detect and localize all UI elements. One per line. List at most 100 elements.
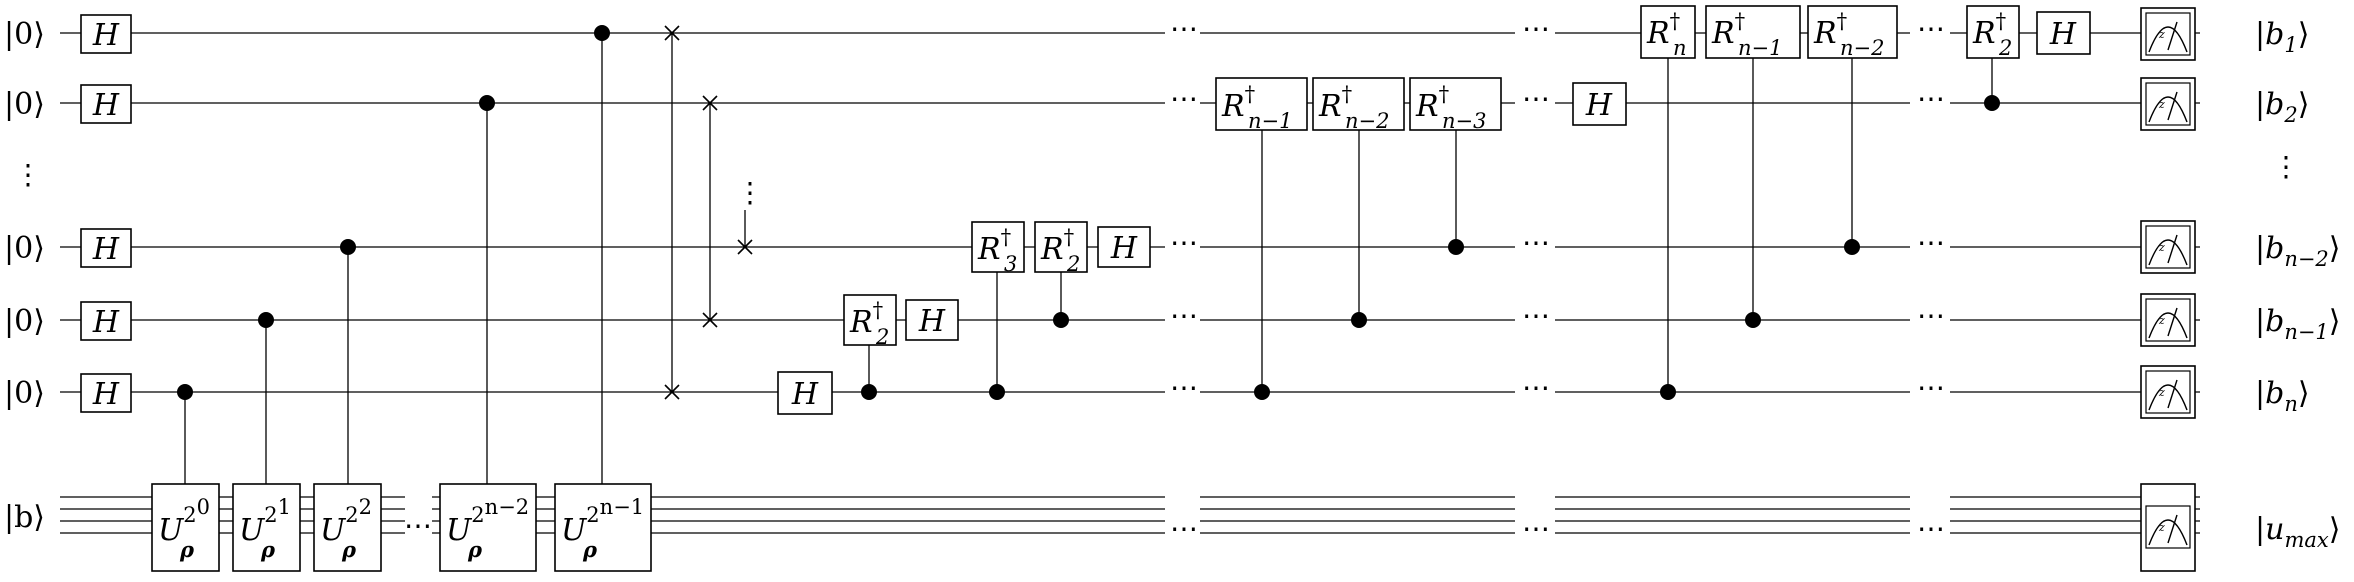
meter-icon: z xyxy=(2140,7,2196,61)
svg-text:H: H xyxy=(1110,231,1138,266)
meter-icon: z xyxy=(2140,220,2196,274)
svg-text:⋯: ⋯ xyxy=(1170,512,1198,545)
output-ket-umax: |umax⟩ xyxy=(2255,512,2340,552)
hadamard-gate: H xyxy=(80,301,132,341)
svg-text:z: z xyxy=(2158,386,2165,399)
rotation-gate-r2-dagger: R†2 xyxy=(1966,5,2020,60)
svg-text:⋯: ⋯ xyxy=(1170,299,1198,332)
input-ket-q6: |0⟩ xyxy=(4,376,45,411)
control-dot xyxy=(177,384,193,400)
inverse-qft-stage-3: R†n R†n−1 R†n−2 R†2 H xyxy=(1640,5,2091,400)
output-ket-b1: |b1⟩ xyxy=(2255,17,2309,57)
inverse-qft-stage-1: H R†2 H R†3 R†2 H xyxy=(777,221,1151,415)
swap-network: ⋮ xyxy=(664,25,764,400)
rotation-gate-rn2-dagger: R†n−2 xyxy=(1807,5,1898,60)
svg-text:z: z xyxy=(2158,98,2165,111)
svg-text:R†n: R†n xyxy=(1646,9,1687,60)
svg-text:R†n−1: R†n−1 xyxy=(1711,9,1782,60)
svg-text:H: H xyxy=(92,377,120,412)
output-ket-bn-2: |bn−2⟩ xyxy=(2255,231,2341,271)
hadamard-gate: H xyxy=(80,228,132,268)
rotation-gate-r3-dagger: R†3 xyxy=(971,221,1025,276)
svg-text:⋯: ⋯ xyxy=(1522,12,1550,45)
svg-text:z: z xyxy=(2158,28,2165,41)
svg-text:R†n−1: R†n−1 xyxy=(1221,82,1292,133)
svg-text:R†3: R†3 xyxy=(977,225,1017,276)
svg-text:⋯: ⋯ xyxy=(1917,512,1945,545)
control-dot xyxy=(258,312,274,328)
svg-text:⋯: ⋯ xyxy=(1170,12,1198,45)
inverse-qft-stage-2: R†n−1 R†n−2 R†n−3 H xyxy=(1215,77,1627,400)
svg-text:⋯: ⋯ xyxy=(1917,371,1945,404)
control-dot xyxy=(479,95,495,111)
svg-text:H: H xyxy=(92,18,120,53)
hadamard-gate: H xyxy=(905,299,959,341)
svg-text:H: H xyxy=(2049,17,2077,52)
svg-text:z: z xyxy=(2158,314,2165,327)
svg-text:⋯: ⋯ xyxy=(1522,82,1550,115)
svg-text:H: H xyxy=(918,304,946,339)
input-ket-q2: |0⟩ xyxy=(4,87,45,122)
input-ket-q5: |0⟩ xyxy=(4,304,45,339)
svg-text:H: H xyxy=(92,232,120,267)
svg-text:U2n−1ρ: U2n−1ρ xyxy=(561,495,644,562)
svg-text:R†2: R†2 xyxy=(1972,9,2012,60)
output-ket-bn: |bn⟩ xyxy=(2255,376,2310,416)
initial-hadamards: H H H H H xyxy=(80,14,132,413)
hadamard-gate: H xyxy=(80,84,132,124)
hadamard-gate: H xyxy=(1572,82,1627,126)
svg-text:z: z xyxy=(2158,521,2165,534)
rotation-gate-rn1-dagger: R†n−1 xyxy=(1705,5,1801,60)
hadamard-gate: H xyxy=(80,373,132,413)
rotation-gate-r2-dagger: R†2 xyxy=(1034,221,1088,276)
hadamard-gate: H xyxy=(1097,226,1151,268)
control-dot xyxy=(340,239,356,255)
svg-text:⋯: ⋯ xyxy=(1917,299,1945,332)
output-labels: |b1⟩ |b2⟩ ⋮ |bn−2⟩ |bn−1⟩ |bn⟩ |umax⟩ xyxy=(2255,17,2341,552)
svg-text:R†2: R†2 xyxy=(849,298,889,349)
output-vertical-ellipsis: ⋮ xyxy=(2272,150,2300,183)
svg-text:H: H xyxy=(92,305,120,340)
hadamard-gate: H xyxy=(2036,11,2091,55)
svg-text:R†n−2: R†n−2 xyxy=(1813,9,1884,60)
column-ellipses: ⋯ ⋯ ⋯ ⋯ ⋯ ⋯ ⋯ ⋯ ⋯ ⋯ ⋯ ⋯ ⋯ ⋯ ⋯ ⋯ ⋯ ⋯ xyxy=(1170,12,1945,545)
svg-text:H: H xyxy=(1585,88,1613,123)
swap-vertical-ellipsis: ⋮ xyxy=(736,176,764,209)
output-ket-bn-1: |bn−1⟩ xyxy=(2255,304,2341,344)
svg-text:⋯: ⋯ xyxy=(1522,299,1550,332)
input-ket-q1: |0⟩ xyxy=(4,17,45,52)
svg-text:⋯: ⋯ xyxy=(1917,82,1945,115)
svg-text:R†n−2: R†n−2 xyxy=(1318,82,1389,133)
svg-text:⋯: ⋯ xyxy=(1522,512,1550,545)
input-ket-register: |b⟩ xyxy=(4,500,45,535)
svg-text:⋯: ⋯ xyxy=(1917,226,1945,259)
svg-text:z: z xyxy=(2158,241,2165,254)
hadamard-gate: H xyxy=(80,14,132,54)
svg-text:R†2: R†2 xyxy=(1040,225,1080,276)
svg-text:⋯: ⋯ xyxy=(1170,82,1198,115)
svg-text:⋯: ⋯ xyxy=(1170,226,1198,259)
svg-text:R†n−3: R†n−3 xyxy=(1415,82,1486,133)
input-vertical-ellipsis: ⋮ xyxy=(14,158,42,191)
svg-text:U2n−2ρ: U2n−2ρ xyxy=(446,495,529,562)
svg-text:⋯: ⋯ xyxy=(1917,12,1945,45)
control-dot xyxy=(594,25,610,41)
svg-text:⋯: ⋯ xyxy=(1522,371,1550,404)
input-labels: |0⟩ |0⟩ ⋮ |0⟩ |0⟩ |0⟩ |b⟩ xyxy=(4,17,45,535)
meter-icon: z xyxy=(2140,293,2196,347)
svg-text:⋯: ⋯ xyxy=(1522,226,1550,259)
output-ket-b2: |b2⟩ xyxy=(2255,87,2309,127)
meter-icon: z xyxy=(2140,365,2196,419)
meter-icon: z xyxy=(2140,483,2196,572)
rotation-gate-rn3-dagger: R†n−3 xyxy=(1409,77,1502,133)
rotation-gate-rn-dagger: R†n xyxy=(1640,5,1696,60)
